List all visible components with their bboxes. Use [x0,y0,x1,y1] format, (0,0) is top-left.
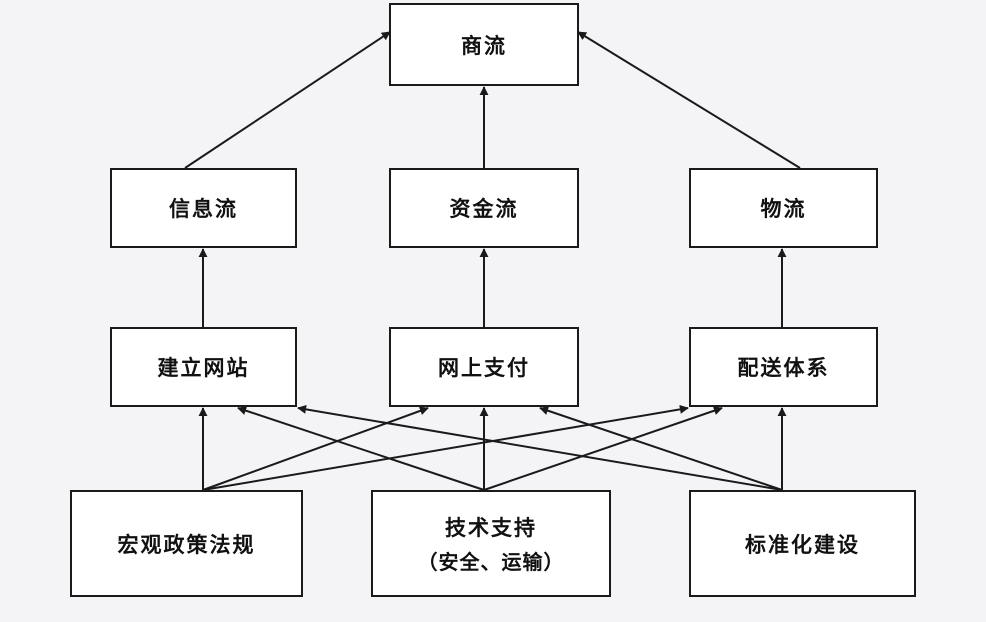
node-commerce-label: 商流 [461,33,507,58]
node-payment-label: 网上支付 [438,356,530,380]
node-policy-label: 宏观政策法规 [117,532,256,557]
arrow-logistics-to-commerce [577,31,801,169]
node-payment: 网上支付 [389,327,579,407]
node-delivery-label: 配送体系 [737,356,830,380]
node-policy: 宏观政策法规 [70,490,303,597]
arrow-policy-to-delivery [202,404,689,491]
arrow-tech-to-website [237,406,485,491]
node-logistics-label: 物流 [760,197,807,221]
node-tech-label-line1: 技术支持 [445,516,537,540]
node-capital-flow: 资金流 [389,168,579,248]
node-standard: 标准化建设 [689,490,916,597]
arrow-standard-to-website [297,404,783,491]
node-info-flow: 信息流 [110,168,297,248]
arrow-policy-to-payment [202,406,429,491]
node-commerce: 商流 [389,3,579,86]
node-info-flow-label: 信息流 [169,197,238,221]
node-website: 建立网站 [110,327,297,407]
arrow-tech-to-delivery [483,406,723,491]
node-website-label: 建立网站 [157,356,250,380]
node-capital-flow-label: 资金流 [449,197,519,221]
arrow-info-to-commerce [184,31,391,169]
node-logistics: 物流 [689,168,878,248]
node-delivery: 配送体系 [689,327,878,407]
arrow-standard-to-payment [539,406,783,491]
node-standard-label: 标准化建设 [745,532,860,557]
node-tech-support: 技术支持 （安全、运输） [371,490,611,597]
node-tech-label-line2: （安全、运输） [417,550,565,574]
